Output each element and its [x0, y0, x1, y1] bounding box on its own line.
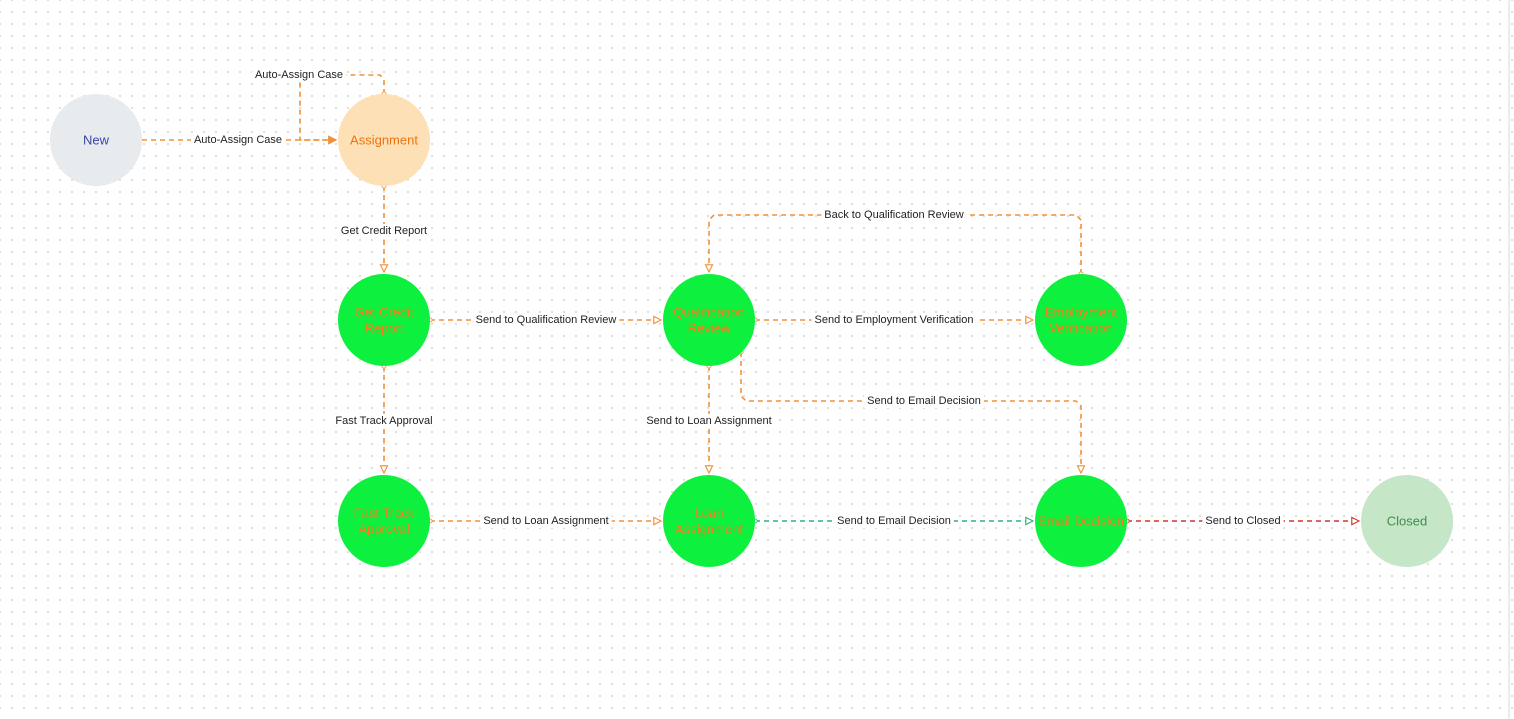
- edge-layer: [142, 74, 1359, 521]
- state-node-loan-assignment-label: Assignment: [675, 522, 743, 537]
- edge-qualification-review-to-email-decision[interactable]: [741, 352, 1081, 473]
- state-node-qualification-review-label: Review: [688, 321, 731, 336]
- edge-qualification-review-to-loan-assignment-label: Send to Loan Assignment: [643, 414, 775, 428]
- edge-assignment-to-get-credit-report-label-text: Get Credit Report: [341, 225, 427, 237]
- edge-get-credit-report-to-qualification-review-label: Send to Qualification Review: [472, 313, 620, 327]
- edge-email-decision-to-closed-label-text: Send to Closed: [1205, 515, 1280, 527]
- state-node-email-decision-label: Email Decision: [1038, 514, 1124, 529]
- state-node-qualification-review-label: Qualification: [673, 305, 745, 320]
- state-node-assignment-circle: [338, 94, 430, 186]
- state-node-new-circle: [50, 94, 142, 186]
- edge-employment-verification-back-to-qualification-review-label-bg: [821, 208, 967, 222]
- state-node-fast-track-approval-label: Fast Track: [354, 506, 415, 521]
- edge-get-credit-report-to-fast-track-approval-label-bg: [332, 414, 436, 428]
- state-node-fast-track-approval-circle: [338, 475, 430, 567]
- edge-employment-verification-back-to-qualification-review-label: Back to Qualification Review: [821, 208, 967, 222]
- state-node-closed-label: Closed: [1387, 514, 1427, 529]
- edge-assignment-auto-assign-label: Auto-Assign Case: [251, 68, 347, 82]
- edge-new-to-assignment-label-text: Auto-Assign Case: [194, 134, 282, 146]
- edge-qualification-review-to-email-decision-label: Send to Email Decision: [864, 394, 984, 408]
- state-node-new[interactable]: New: [50, 94, 142, 186]
- edge-assignment-auto-assign[interactable]: [299, 74, 384, 140]
- edge-get-credit-report-to-qualification-review-label-bg: [472, 313, 620, 327]
- state-node-closed-circle: [1361, 475, 1453, 567]
- edge-assignment-auto-assign-label-text: Auto-Assign Case: [255, 69, 343, 81]
- state-node-closed[interactable]: Closed: [1361, 475, 1453, 567]
- edge-get-credit-report-to-qualification-review-label-text: Send to Qualification Review: [476, 314, 617, 326]
- edge-new-to-assignment-label-bg: [190, 133, 286, 147]
- state-node-get-credit-report-circle: [338, 274, 430, 366]
- edge-assignment-to-get-credit-report-label-bg: [337, 224, 431, 238]
- edge-qualification-review-to-employment-verification-label-text: Send to Employment Verification: [815, 314, 974, 326]
- edge-qualification-review-to-email-decision-label-bg: [864, 394, 984, 408]
- state-node-assignment-label: Assignment: [350, 133, 418, 148]
- state-node-employment-verification-label: Verification: [1049, 321, 1113, 336]
- state-node-loan-assignment-circle: [663, 475, 755, 567]
- edge-fast-track-approval-to-loan-assignment-label: Send to Loan Assignment: [480, 514, 612, 528]
- edge-loan-assignment-to-email-decision-label-text: Send to Email Decision: [837, 515, 951, 527]
- state-node-fast-track-approval-label: Approval: [358, 522, 409, 537]
- edge-new-to-assignment-label: Auto-Assign Case: [190, 133, 286, 147]
- edge-employment-verification-back-to-qualification-review-label-text: Back to Qualification Review: [824, 209, 963, 221]
- state-node-assignment[interactable]: Assignment: [338, 94, 430, 186]
- edge-assignment-to-get-credit-report-label: Get Credit Report: [337, 224, 431, 238]
- state-node-new-label: New: [83, 133, 110, 148]
- edge-email-decision-to-closed-label: Send to Closed: [1202, 514, 1284, 528]
- edge-qualification-review-to-employment-verification-label: Send to Employment Verification: [811, 313, 977, 327]
- state-node-loan-assignment-label: Loan: [695, 506, 724, 521]
- edge-qualification-review-to-email-decision-label-text: Send to Email Decision: [867, 395, 981, 407]
- state-node-qualification-review-circle: [663, 274, 755, 366]
- canvas-edge-divider: [1508, 0, 1510, 719]
- edge-qualification-review-to-loan-assignment-label-text: Send to Loan Assignment: [646, 415, 771, 427]
- state-node-employment-verification-circle: [1035, 274, 1127, 366]
- edge-email-decision-to-closed-label-bg: [1202, 514, 1284, 528]
- edge-get-credit-report-to-fast-track-approval-label: Fast Track Approval: [332, 414, 436, 428]
- edge-employment-verification-back-to-qualification-review[interactable]: [709, 214, 1081, 274]
- edge-qualification-review-to-employment-verification-label-bg: [811, 313, 977, 327]
- edge-assignment-auto-assign-label-bg: [251, 68, 347, 82]
- edge-fast-track-approval-to-loan-assignment-label-bg: [480, 514, 612, 528]
- state-node-get-credit-report-label: Get Credit: [354, 305, 414, 320]
- edge-fast-track-approval-to-loan-assignment-label-text: Send to Loan Assignment: [483, 515, 608, 527]
- edge-qualification-review-to-loan-assignment-label-bg: [643, 414, 775, 428]
- state-node-email-decision[interactable]: Email Decision: [1035, 475, 1127, 567]
- state-node-get-credit-report-label: Report: [364, 321, 403, 336]
- edge-loan-assignment-to-email-decision-label-bg: [834, 514, 954, 528]
- state-node-email-decision-circle: [1035, 475, 1127, 567]
- state-node-employment-verification-label: Employment: [1045, 305, 1118, 320]
- edge-loan-assignment-to-email-decision-label: Send to Email Decision: [834, 514, 954, 528]
- edge-get-credit-report-to-fast-track-approval-label-text: Fast Track Approval: [335, 415, 432, 427]
